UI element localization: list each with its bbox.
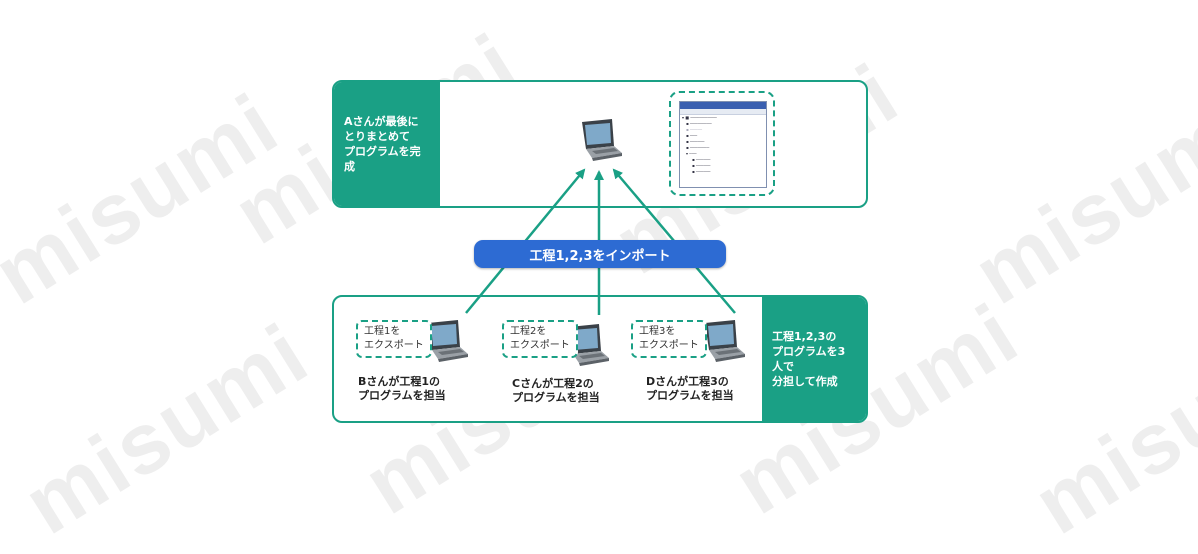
laptop-a-icon	[582, 119, 622, 161]
work-split-description: 工程1,2,3の プログラムを3人で 分担して作成	[762, 297, 866, 421]
worker-b-caption: Bさんが工程1の プログラムを担当	[358, 375, 446, 402]
export-box-1: 工程1を エクスポート	[356, 320, 432, 358]
export-box-3: 工程3を エクスポート	[631, 320, 707, 358]
worker-d-caption: Dさんが工程3の プログラムを担当	[646, 375, 734, 402]
project-tree-screenshot: ▾ ■ ─────────── ▪ ───────── ▪ ───── ▪ ──…	[669, 91, 775, 196]
final-assembly-panel: Aさんが最後に とりまとめて プログラムを完成	[332, 80, 868, 208]
final-assembly-description: Aさんが最後に とりまとめて プログラムを完成	[334, 82, 440, 206]
worker-c-caption: Cさんが工程2の プログラムを担当	[512, 377, 600, 404]
import-bar: 工程1,2,3をインポート	[474, 240, 726, 268]
laptop-d-icon	[705, 320, 745, 362]
laptop-b-icon	[428, 320, 468, 362]
export-box-2: 工程2を エクスポート	[502, 320, 578, 358]
